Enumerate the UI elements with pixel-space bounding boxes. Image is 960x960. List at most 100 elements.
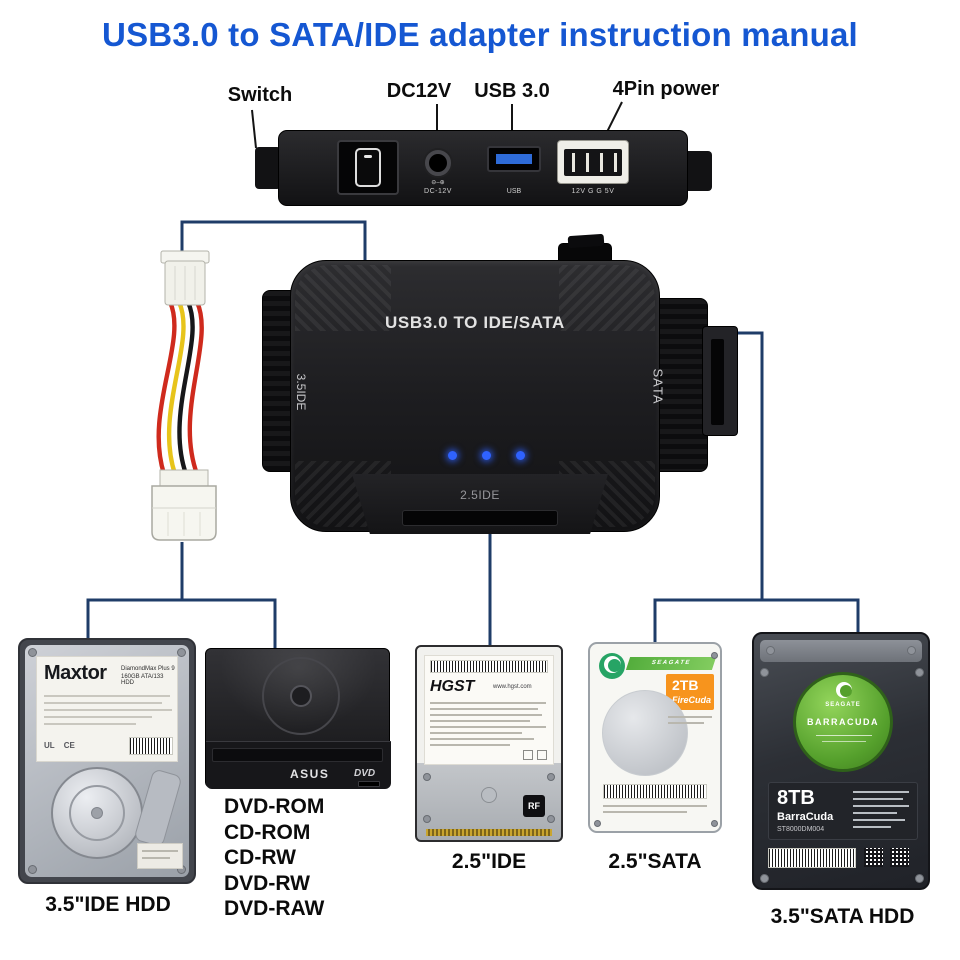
caption-dvd-rom: DVD-ROM [224,795,325,818]
dc-jack [425,150,451,176]
device-right-tab [684,151,712,191]
ide-pins [426,829,552,836]
adapter-title: USB3.0 TO IDE/SATA [385,313,565,332]
model-number: ST8000DM004 [777,826,825,833]
cert-box [537,750,547,760]
screw [760,668,769,677]
rf-tag: RF [523,795,545,817]
fine-print-line [853,791,909,793]
fine-print-line [44,723,136,725]
qr-code [890,848,909,867]
sata-slot [711,339,724,425]
qr-code [864,848,883,867]
label-rule [822,741,866,742]
port-label-25ide: 2.5IDE [460,488,500,502]
logo-swirl-inner [608,659,621,672]
caption-35sata-hdd: 3.5"SATA HDD [770,905,915,928]
screw [915,668,924,677]
dvd-tray [212,748,383,762]
led-indicator [516,451,525,460]
line-ide-branch [86,598,277,650]
hdd-35-ide: Maxtor DiamondMax Plus 9 160GB ATA/133 H… [18,638,196,884]
hdd-35-sata: SEAGATE BARRACUDA 8TB BarraCuda ST8000DM… [752,632,930,890]
screw [915,874,924,883]
screw [711,820,718,827]
grip-ridges [559,265,655,331]
spindle-hub [481,787,497,803]
screw [760,874,769,883]
barcode [430,660,548,673]
screw [28,865,37,874]
seagate-band: SEAGATE [625,657,717,670]
power-switch [337,140,399,195]
ide25-slot [402,510,558,526]
fine-print-line [430,708,538,710]
ce-mark: CE [63,741,75,750]
fine-print-line [430,702,546,704]
screw [766,646,775,655]
disc-hub [290,685,312,707]
4pin-power-port [557,140,629,184]
pin [572,153,575,172]
capacity: 8TB [777,787,815,809]
ul-mark: UL [44,741,55,750]
hdd-25-ide: HGST www.hgst.com RF [415,645,563,842]
fine-print-line [853,798,903,800]
line-sata-out [738,331,764,600]
fine-print-line [668,722,704,724]
model-line: DiamondMax Plus 9 [121,666,175,672]
dvd-caption-list: DVD-ROM CD-ROM CD-RW DVD-RW DVD-RAW [224,794,324,922]
hgst-logo: HGST [430,678,475,695]
fine-print-line [44,716,152,718]
usb3-port [487,146,541,172]
hdd-body: Maxtor DiamondMax Plus 9 160GB ATA/133 H… [25,645,189,877]
disc-outline [262,657,340,735]
cert-box [523,750,533,760]
line-cable-to-adapter [180,220,367,262]
rocker-mark [364,155,372,158]
dc-print: DC-12V [424,188,452,195]
capacity-line: 160GB ATA/133 HDD [121,674,164,686]
ide25-port-block: 2.5IDE [352,474,608,534]
caption-cd-rom: CD-ROM [224,820,311,844]
grip-ridges [295,265,391,331]
molex-power-cable [151,250,217,541]
fine-print-line [853,812,897,814]
eject-button [358,781,380,787]
screw [594,820,601,827]
capacity-panel: 8TB BarraCuda ST8000DM004 [768,782,918,840]
dvd-drive: ASUS DVD [205,648,391,789]
fine-print-line [44,695,170,697]
rocker [355,148,381,187]
male-connector-neck [159,469,209,487]
fine-print-line [430,726,546,728]
fine-print-line [603,805,707,807]
screw [907,646,916,655]
model: FireCuda [672,695,712,705]
wire-yellow [166,299,186,477]
caption-dvd-rw: DVD-RW [224,871,310,895]
hdd-25-sata: SEAGATE 2TB FireCuda [588,642,722,833]
fine-print-line [430,744,510,746]
caption-25ide: 2.5"IDE [451,850,527,873]
barcode [603,784,707,799]
fine-print-line [853,805,909,807]
drive-top-plate [760,640,922,662]
fine-print-line [853,819,905,821]
device-left-tab [255,147,281,189]
label-dc12v: DC12V [386,80,452,102]
hgst-site: www.hgst.com [493,684,532,690]
label-art-circle [602,690,688,776]
dvd-logo: DVD [354,768,376,779]
wire-red [156,299,177,477]
fine-print-line [603,811,687,813]
spindle-platter [51,767,143,859]
screw [547,815,555,823]
caption-dvd-raw: DVD-RAW [224,897,325,920]
hdd-sub-label [137,843,183,869]
caption-cd-rw: CD-RW [224,846,296,869]
label-rule [816,735,872,736]
barracuda-label-circle: SEAGATE BARRACUDA [793,672,893,772]
usb-print: USB [506,188,522,195]
